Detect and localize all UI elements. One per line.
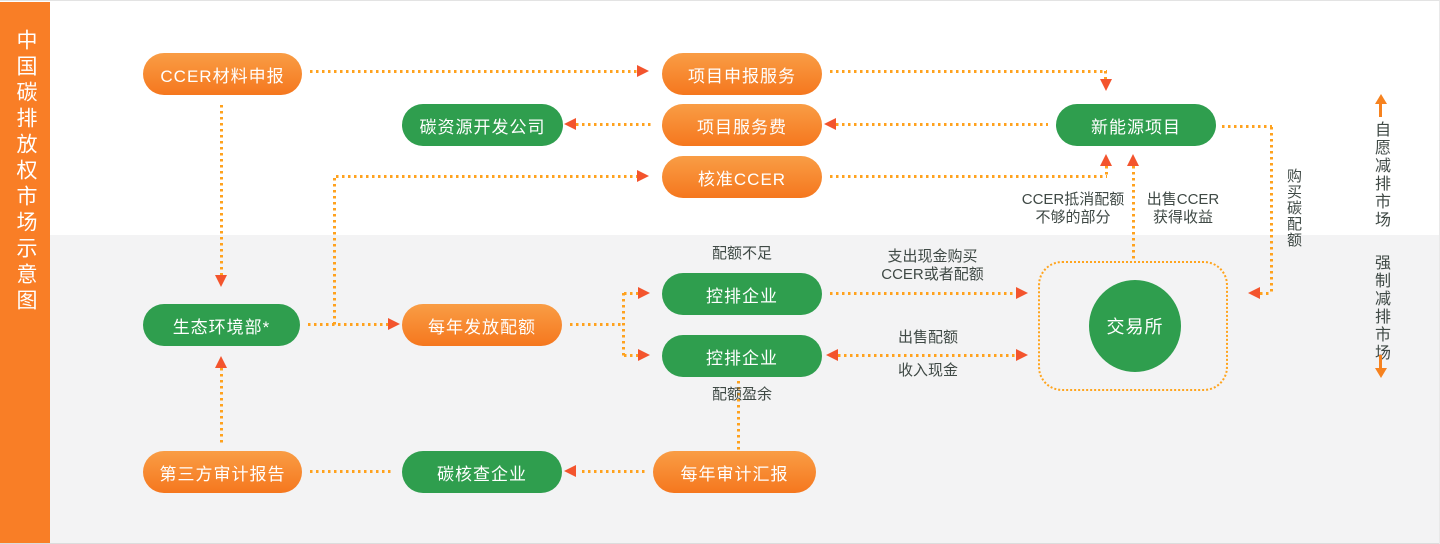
arrowhead-into-new-energy-top: [1100, 79, 1112, 91]
connector-approved-ccer-to-new-energy: [830, 175, 1107, 178]
connector-approved-ccer-up: [1105, 166, 1108, 177]
connector-bracket-lower: [624, 354, 638, 357]
node-ministry-of-ecology: 生态环境部*: [143, 304, 300, 346]
arrowhead-into-enterprise-surplus-left: [826, 349, 838, 361]
node-carbon-verification-company: 碳核查企业: [402, 451, 562, 493]
node-approved-ccer: 核准CCER: [662, 156, 822, 198]
label-ccer-offset: CCER抵消配额 不够的部分: [1021, 191, 1125, 226]
label-quota-surplus: 配额盈余: [711, 386, 772, 403]
connector-quota-bracket: [622, 293, 625, 357]
connector-ministry-up-branch: [333, 178, 336, 325]
node-project-apply-service: 项目申报服务: [662, 53, 822, 95]
connector-bracket-upper: [624, 292, 638, 295]
arrowhead-into-new-energy-bottom-left: [1100, 154, 1112, 166]
label-sell-quota: 出售配额: [897, 329, 958, 346]
node-controlled-enterprise-surplus: 控排企业: [662, 335, 822, 377]
node-new-energy-project: 新能源项目: [1056, 104, 1216, 146]
arrowhead-into-exchange-frame-right: [1248, 287, 1260, 299]
node-annual-quota-issue: 每年发放配额: [402, 304, 562, 346]
connector-annual-quota-right: [570, 323, 624, 326]
arrowhead-into-enterprise-shortage: [638, 287, 650, 299]
arrowhead-into-ministry-bottom: [215, 356, 227, 368]
arrowhead-into-verification: [564, 465, 576, 477]
page-title: 中国碳排放权市场示意图: [14, 29, 37, 315]
label-mandatory-market: 强制减排市场: [1372, 254, 1389, 362]
arrowhead-into-annual-quota: [388, 318, 400, 330]
connector-exchange-to-new-energy: [1132, 166, 1135, 259]
connector-ministry-to-annual-quota: [308, 323, 388, 326]
connector-ministry-to-approved-ccer: [336, 175, 637, 178]
node-controlled-enterprise-shortage: 控排企业: [662, 273, 822, 315]
exchange-dotted-frame: [1038, 261, 1228, 391]
label-quota-shortage: 配额不足: [711, 245, 772, 262]
label-buy-carbon-quota: 购买碳配额: [1285, 168, 1302, 248]
connector-ccer-material-to-project-apply: [310, 70, 637, 73]
mandatory-market-down-arrow-icon: [1374, 355, 1387, 378]
arrowhead-into-enterprise-surplus: [638, 349, 650, 361]
label-income-cash: 收入现金: [897, 362, 958, 379]
label-voluntary-market: 自愿减排市场: [1372, 121, 1389, 229]
voluntary-market-up-arrow-icon: [1374, 94, 1387, 117]
connector-enterprise-shortage-to-exchange: [830, 292, 1016, 295]
node-exchange: 交易所: [1089, 280, 1181, 372]
node-ccer-material-declaration: CCER材料申报: [143, 53, 302, 95]
connector-project-apply-down: [1104, 71, 1107, 79]
connector-enterprise-surplus-exchange: [838, 354, 1016, 357]
connector-buy-quota-left: [1260, 292, 1272, 295]
arrowhead-into-approved-ccer: [637, 170, 649, 182]
label-sell-ccer: 出售CCER 获得收益: [1146, 191, 1220, 226]
node-project-service-fee: 项目服务费: [662, 104, 822, 146]
connector-service-fee-to-carbon-dev: [576, 123, 654, 126]
connector-verification-to-third-party: [310, 470, 394, 473]
arrowhead-into-service-fee: [824, 118, 836, 130]
node-third-party-audit-report: 第三方审计报告: [143, 451, 302, 493]
connector-ccer-material-to-ministry: [220, 105, 223, 275]
arrowhead-into-project-apply: [637, 65, 649, 77]
node-carbon-resource-dev-company: 碳资源开发公司: [402, 104, 563, 146]
connector-annual-audit-to-verification: [582, 470, 648, 473]
node-annual-audit-report: 每年审计汇报: [653, 451, 816, 493]
connector-buy-quota-down: [1270, 127, 1273, 293]
connector-new-energy-to-service-fee: [836, 123, 1048, 126]
arrowhead-into-exchange-frame-upper: [1016, 287, 1028, 299]
arrowhead-into-ministry-top: [215, 275, 227, 287]
arrowhead-into-exchange-frame-lower: [1016, 349, 1028, 361]
connector-enterprise-to-annual-audit: [737, 381, 740, 451]
label-pay-cash: 支出现金购买 CCER或者配额: [881, 248, 984, 283]
arrowhead-into-new-energy-bottom-right: [1127, 154, 1139, 166]
connector-new-energy-right: [1222, 125, 1272, 128]
arrowhead-into-carbon-dev: [564, 118, 576, 130]
sidebar: 中国碳排放权市场示意图: [0, 2, 50, 543]
connector-project-apply-to-new-energy: [830, 70, 1107, 73]
connector-audit-report-to-ministry: [220, 368, 223, 446]
